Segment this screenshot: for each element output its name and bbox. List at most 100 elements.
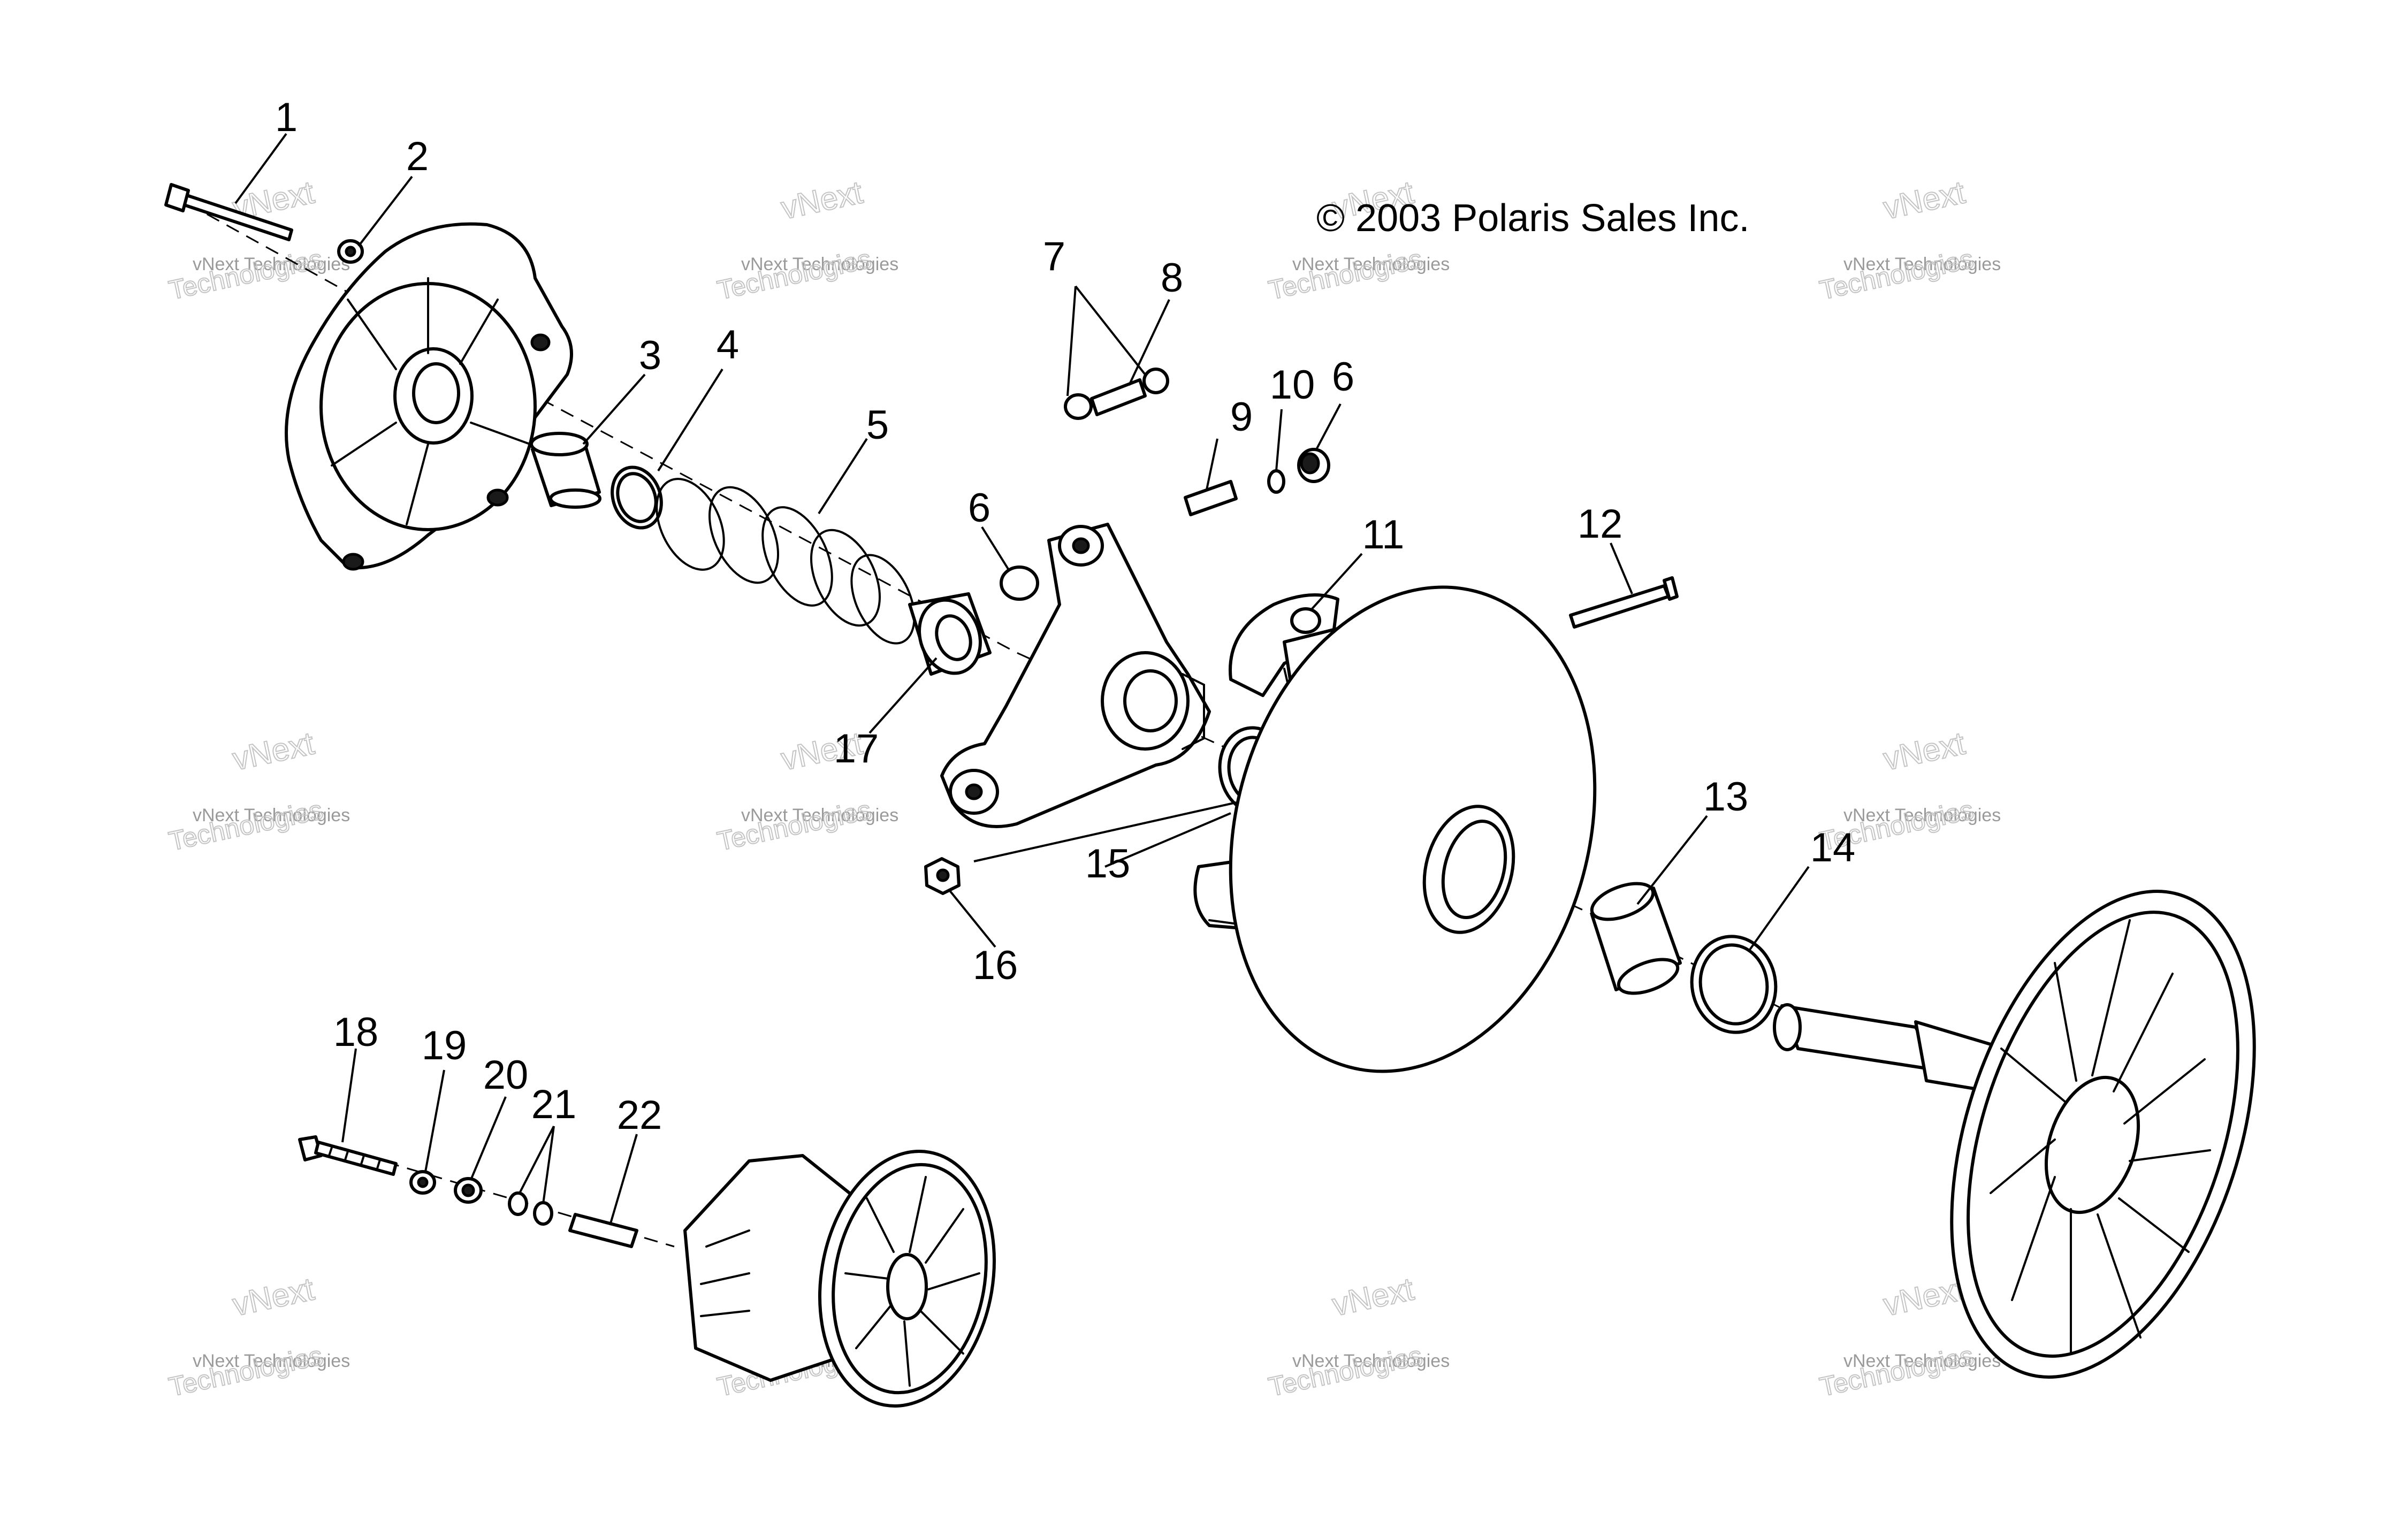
watermark-line: vNext Technologies — [741, 254, 898, 274]
part-bolt — [164, 183, 293, 241]
watermark-line: vNext Technologies — [193, 805, 350, 826]
leader-19 — [424, 1069, 445, 1172]
callout-14: 14 — [1810, 825, 1856, 870]
watermark-line: vNext Technologies — [193, 254, 350, 274]
callout-15: 15 — [1085, 841, 1131, 886]
leader-8 — [1128, 299, 1170, 386]
callout-2: 2 — [406, 134, 429, 179]
leader-9 — [1206, 438, 1218, 490]
callout-11: 11 — [1362, 512, 1405, 557]
callout-19: 19 — [422, 1023, 467, 1068]
part-spider-arm — [940, 523, 1211, 828]
watermark-line: vNext Technologies — [193, 1351, 350, 1371]
part-nut — [924, 857, 961, 895]
watermark-line: vNext Technologies — [1292, 254, 1450, 274]
leader-11 — [1310, 553, 1363, 611]
leader-21 — [518, 1126, 555, 1204]
watermark-line: vNext Technologies — [1843, 1351, 2001, 1371]
part-sheave-bushing — [1590, 882, 1682, 995]
watermark-company: Technologies — [166, 243, 325, 305]
watermark: vNext vNext Technologies Technologies — [166, 724, 350, 857]
leader-14 — [1749, 866, 1810, 951]
part-roller-washer — [1267, 469, 1285, 494]
leader-2 — [357, 175, 413, 247]
leader-16-upper — [973, 801, 1237, 862]
watermark-line: vNext Technologies — [1843, 254, 2001, 274]
watermark-company: Technologies — [1266, 1340, 1425, 1402]
part-roller-left — [1000, 565, 1039, 601]
watermark-line: vNext Technologies — [741, 805, 898, 826]
part-lock-washer — [454, 1177, 483, 1204]
leader-7 — [1066, 285, 1146, 396]
leader-3 — [582, 373, 646, 445]
callout-6-left: 6 — [968, 485, 990, 531]
watermark-brand: vNext — [1880, 725, 1968, 777]
watermark-brand: vNext — [230, 725, 317, 777]
callout-1: 1 — [275, 95, 298, 140]
callout-16: 16 — [973, 943, 1018, 988]
part-clutch-assembly — [683, 1150, 996, 1408]
part-long-bolt — [298, 1135, 398, 1176]
callout-3: 3 — [639, 333, 661, 378]
leader-lines — [234, 133, 1810, 1226]
watermark-company: Technologies — [1266, 243, 1425, 305]
watermark: vNext vNext Technologies Technologies — [166, 1270, 350, 1403]
leader-1 — [234, 133, 287, 204]
callout-4: 4 — [717, 322, 739, 368]
part-washer — [337, 239, 364, 264]
leader-4 — [657, 368, 723, 472]
watermark-brand: vNext — [778, 174, 866, 226]
leader-5 — [818, 438, 868, 515]
part-bushing — [530, 432, 601, 509]
watermark-brand: vNext — [1880, 1271, 1968, 1323]
callout-21: 21 — [531, 1082, 577, 1127]
watermark-company: Technologies — [166, 1340, 325, 1402]
callout-6-right: 6 — [1332, 354, 1354, 400]
watermark: vNext vNext Technologies Technologies — [1266, 1270, 1450, 1403]
watermark-company: Technologies — [1817, 243, 1976, 305]
callout-18: 18 — [333, 1010, 379, 1055]
part-sleeve — [568, 1213, 638, 1248]
leader-6b — [1315, 403, 1342, 450]
leader-10 — [1275, 409, 1283, 471]
watermark-line: vNext Technologies — [1843, 805, 2001, 826]
watermark: vNext vNext Technologies Technologies — [1817, 173, 2001, 306]
part-fixed-sheave-shaft — [1773, 890, 2256, 1379]
part-spring-retainer — [908, 592, 992, 676]
watermark-line: vNext Technologies — [1292, 1351, 1450, 1371]
callout-17: 17 — [834, 726, 879, 771]
part-cover-plate — [285, 222, 573, 571]
watermark: vNext vNext Technologies Technologies — [714, 173, 899, 306]
callout-8: 8 — [1161, 255, 1183, 301]
leader-22 — [609, 1134, 638, 1226]
callout-20: 20 — [483, 1052, 529, 1098]
copyright-text: © 2003 Polaris Sales Inc. — [1316, 197, 1749, 240]
leader-16 — [949, 890, 996, 948]
leader-13 — [1636, 815, 1708, 905]
callout-numbers: 1 2 3 4 5 6 7 8 9 10 6 11 12 17 15 16 13… — [275, 95, 1855, 1138]
leader-18 — [341, 1048, 357, 1143]
leader-20 — [470, 1096, 507, 1180]
callout-5: 5 — [866, 402, 889, 448]
leader-15 — [1104, 812, 1231, 868]
callout-9: 9 — [1230, 394, 1253, 440]
watermark-company: Technologies — [715, 794, 874, 856]
watermark-company: Technologies — [1817, 1340, 1976, 1402]
part-pivot-pin — [1569, 576, 1679, 629]
leader-12 — [1610, 542, 1633, 594]
leader-17 — [868, 657, 938, 734]
watermark: vNext vNext Technologies Technologies — [166, 173, 350, 306]
watermark-company: Technologies — [715, 243, 874, 305]
part-pin-with-rings — [1064, 368, 1169, 420]
callout-13: 13 — [1703, 774, 1749, 820]
part-o-rings-pair — [508, 1191, 553, 1226]
leader-6a — [981, 526, 1010, 571]
watermark-brand: vNext — [1329, 1271, 1417, 1323]
part-roller-pin — [1184, 480, 1238, 516]
callout-10: 10 — [1270, 362, 1315, 408]
part-flat-washer — [409, 1170, 436, 1195]
callout-12: 12 — [1578, 501, 1623, 547]
part-movable-sheave — [1193, 585, 1597, 1073]
callout-22: 22 — [617, 1092, 662, 1138]
